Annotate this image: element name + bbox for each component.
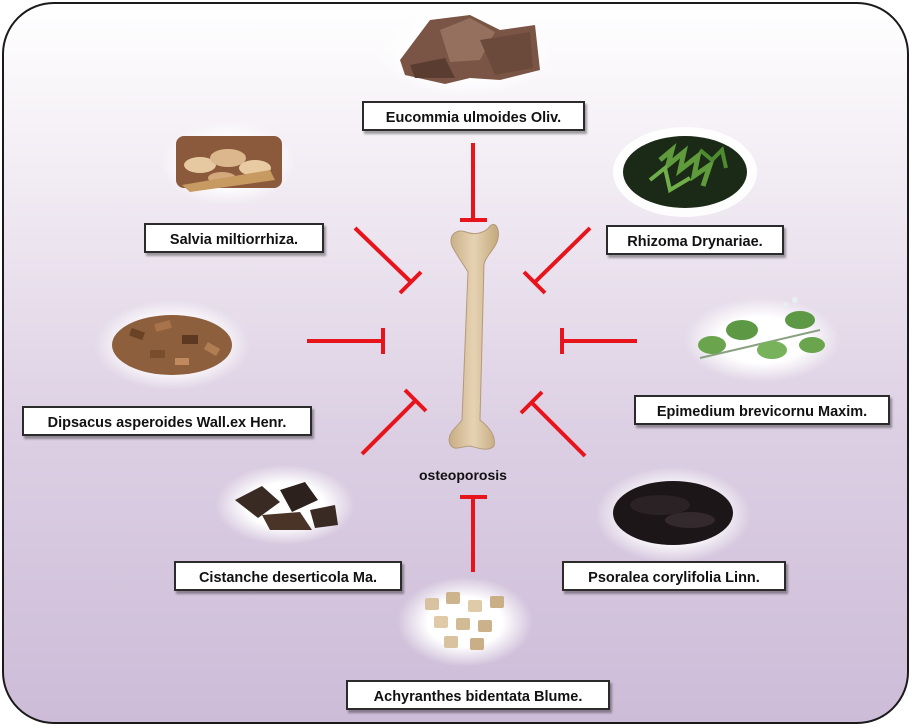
eucommia-image: [376, 7, 556, 97]
inhibition-line-psoralea: [519, 390, 587, 458]
dipsacus-image: [94, 300, 250, 390]
inhibition-line-dipsacus: [307, 328, 385, 354]
center-label-osteoporosis: osteoporosis: [419, 467, 507, 483]
psoralea-image: [595, 467, 751, 563]
herb-label-dipsacus: Dipsacus asperoides Wall.ex Henr.: [22, 406, 312, 436]
herb-label-drynaria: Rhizoma Drynariae.: [606, 225, 784, 255]
epimedium-image: [684, 297, 840, 382]
herb-label-eucommia: Eucommia ulmoides Oliv.: [362, 101, 585, 131]
herb-label-epimedium: Epimedium brevicornu Maxim.: [634, 395, 890, 425]
inhibition-line-drynaria: [522, 226, 592, 295]
inhibition-line-cistanche: [360, 388, 428, 456]
herb-label-psoralea: Psoralea corylifolia Linn.: [562, 561, 786, 591]
salvia-image: [160, 121, 296, 205]
inhibition-line-salvia: [353, 226, 423, 295]
achyranthes-image: [397, 577, 533, 667]
inhibition-line-eucommia: [460, 143, 487, 222]
inhibition-line-achyranthes: [460, 495, 487, 572]
herb-label-cistanche: Cistanche deserticola Ma.: [174, 561, 402, 591]
herb-label-achyranthes: Achyranthes bidentata Blume.: [346, 680, 610, 710]
drynaria-image: [613, 127, 757, 217]
herb-label-salvia: Salvia miltiorrhiza.: [144, 223, 324, 253]
cistanche-image: [215, 465, 355, 545]
femur-bone: [448, 224, 499, 450]
inhibition-line-epimedium: [560, 328, 637, 354]
